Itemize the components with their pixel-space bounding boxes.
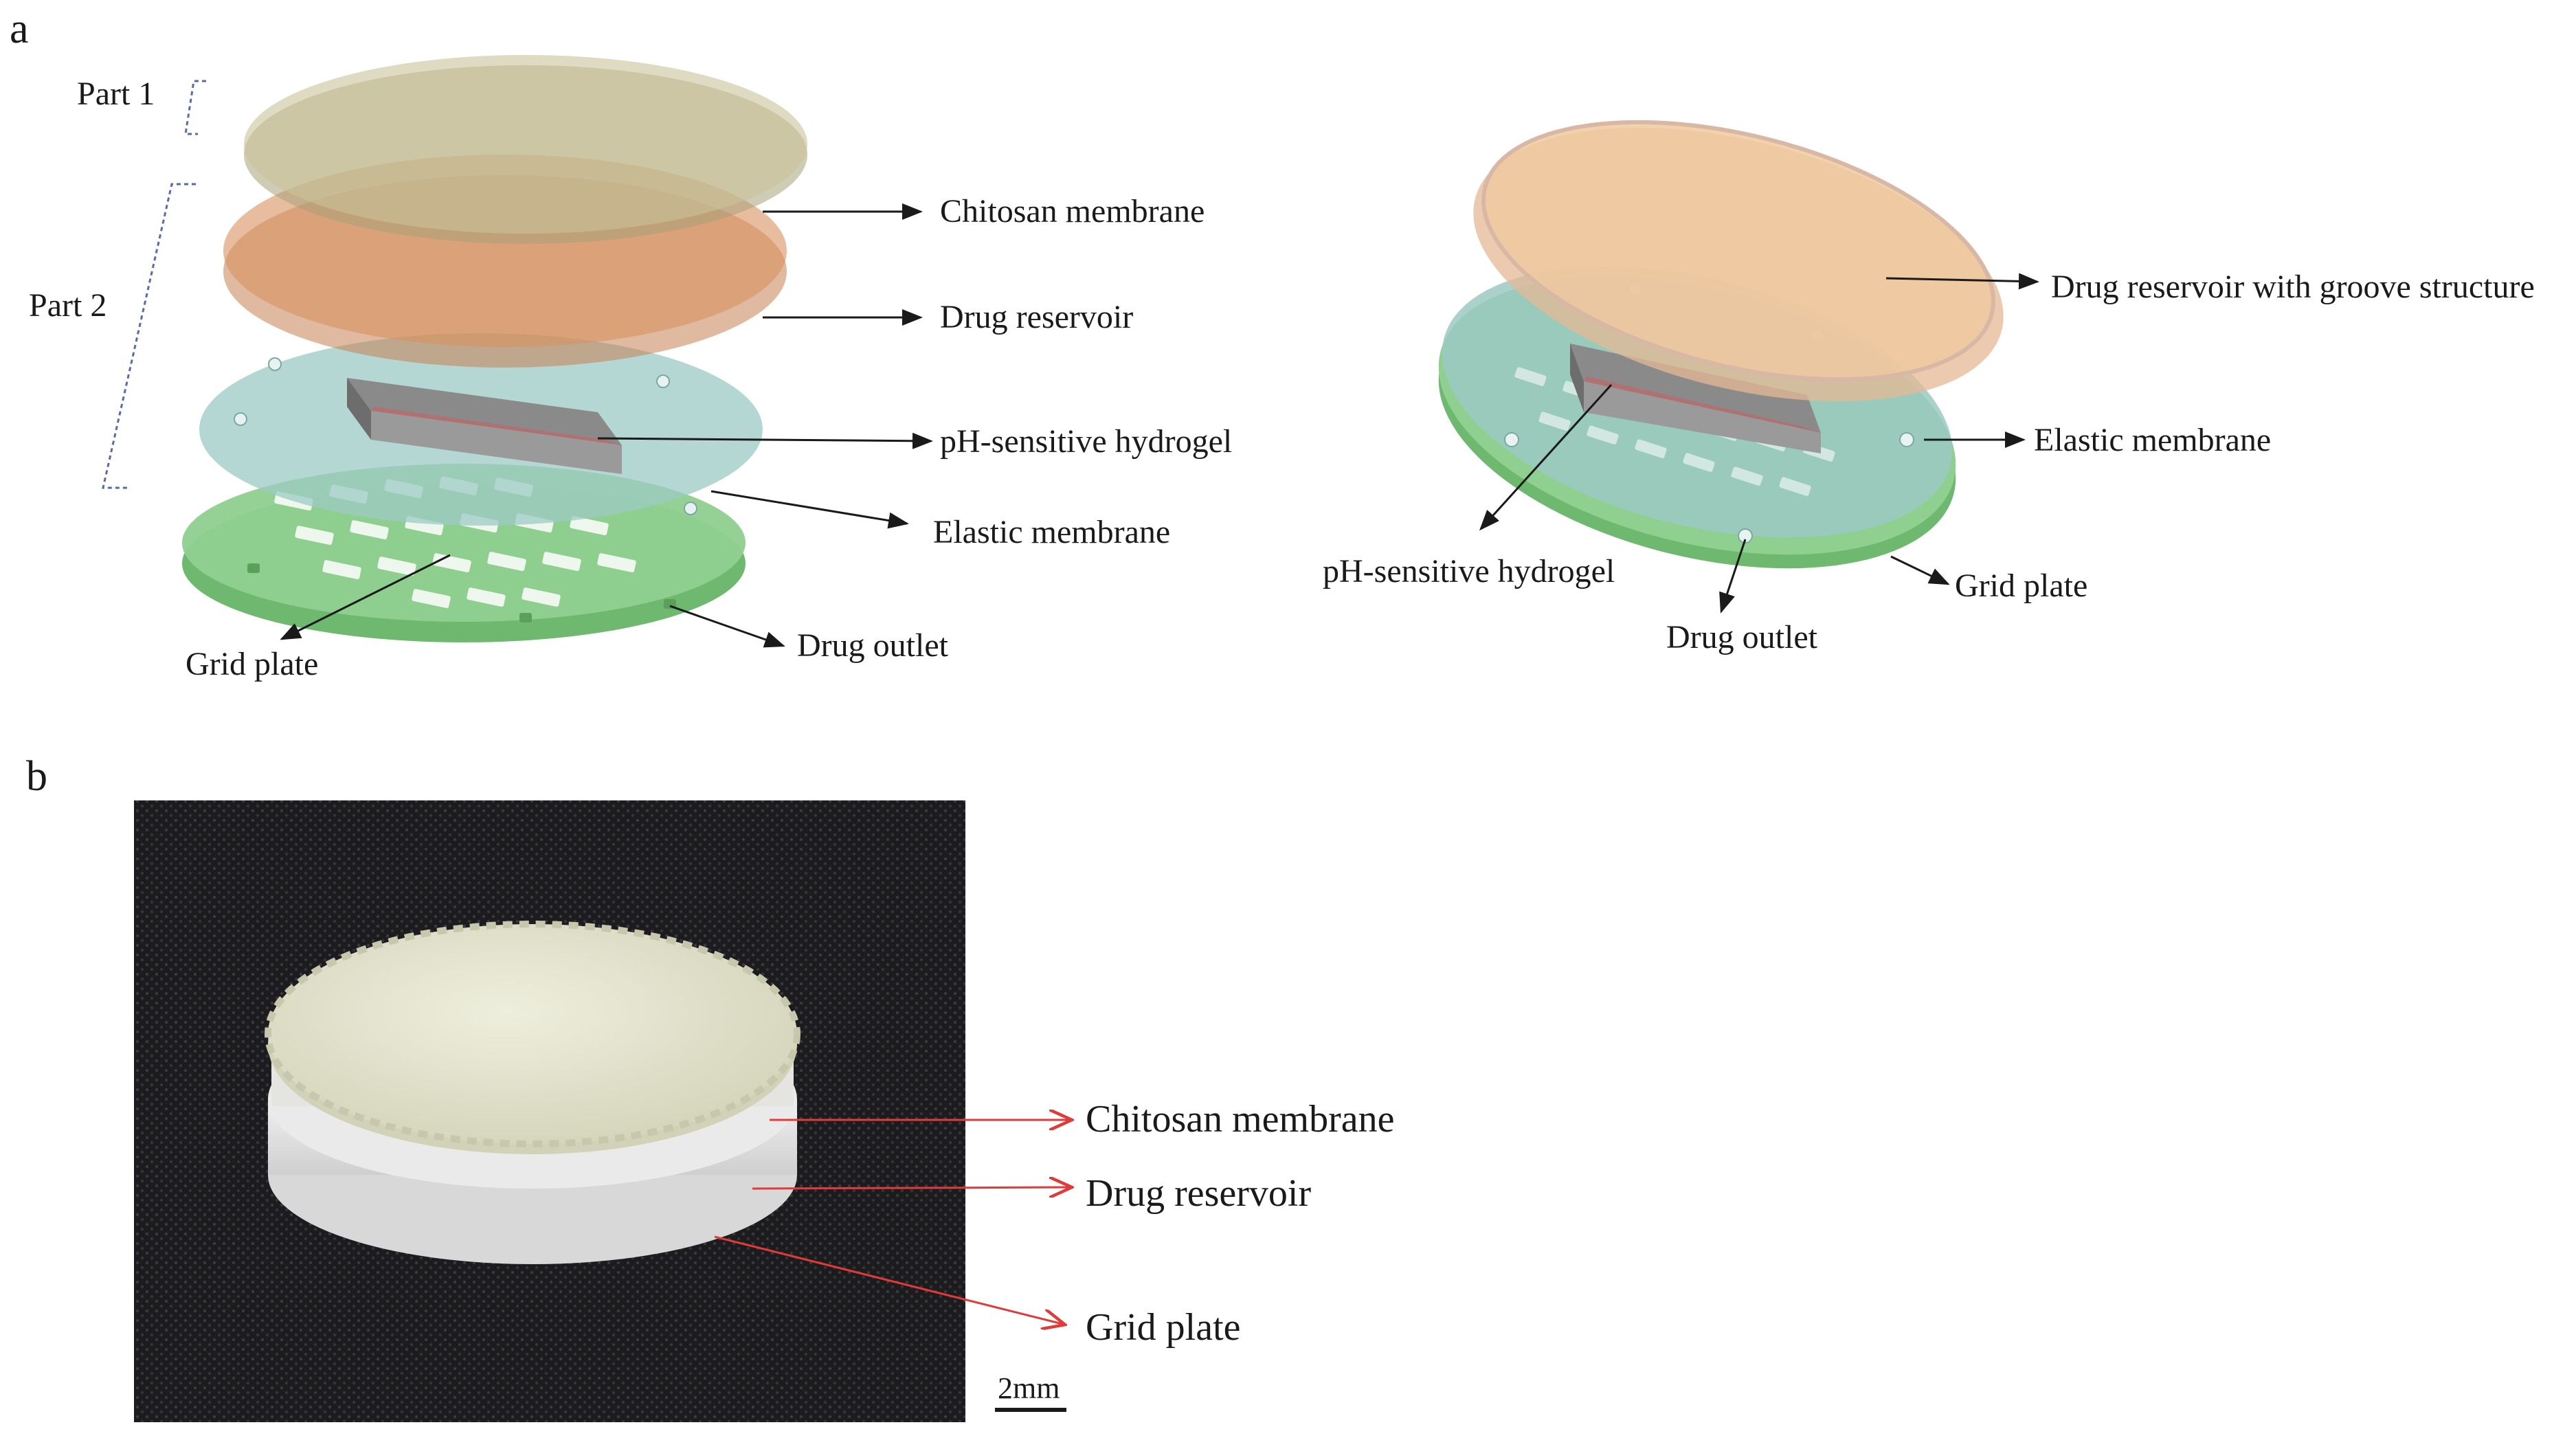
label-reservoir-left: Drug reservoir (940, 299, 1133, 335)
device-physical (265, 921, 800, 1264)
label-elastic-right: Elastic membrane (2034, 422, 2271, 458)
panel-b-letter: b (26, 753, 47, 800)
label-grid-left: Grid plate (186, 646, 318, 682)
label-part1: Part 1 (77, 76, 155, 112)
label-reservoir-groove-right: Drug reservoir with groove structure (2051, 269, 2535, 305)
part1-bracket (184, 80, 206, 135)
part2-bracket (102, 183, 196, 489)
label-elastic-left: Elastic membrane (933, 514, 1170, 550)
panel-a-letter: a (10, 5, 29, 52)
label-grid-right: Grid plate (1955, 568, 2087, 604)
label-reservoir-photo: Drug reservoir (1086, 1172, 1311, 1215)
label-outlet-right: Drug outlet (1666, 619, 1818, 655)
exploded-view-left: Part 1 Part 2 Chitosan membrane Drug res… (29, 55, 1232, 682)
scale-bar-label: 2mm (998, 1371, 1060, 1405)
label-chitosan-left: Chitosan membrane (940, 193, 1205, 229)
label-outlet-left: Drug outlet (797, 627, 949, 664)
label-part2: Part 2 (29, 287, 107, 324)
hydrogel-box-right (1570, 344, 1821, 453)
label-chitosan-photo: Chitosan membrane (1086, 1098, 1394, 1141)
hydrogel-box-left (347, 378, 622, 474)
device-photo: Chitosan membrane Drug reservoir Grid pl… (134, 800, 1394, 1422)
label-grid-photo: Grid plate (1086, 1306, 1240, 1349)
chitosan-membrane-left (244, 55, 807, 244)
drug-reservoir-groove-right (1473, 120, 2004, 402)
label-hydrogel-right: pH-sensitive hydrogel (1323, 553, 1615, 589)
assembled-view-right: Drug reservoir with groove structure Ela… (1323, 120, 2535, 655)
label-hydrogel-left: pH-sensitive hydrogel (940, 423, 1232, 460)
